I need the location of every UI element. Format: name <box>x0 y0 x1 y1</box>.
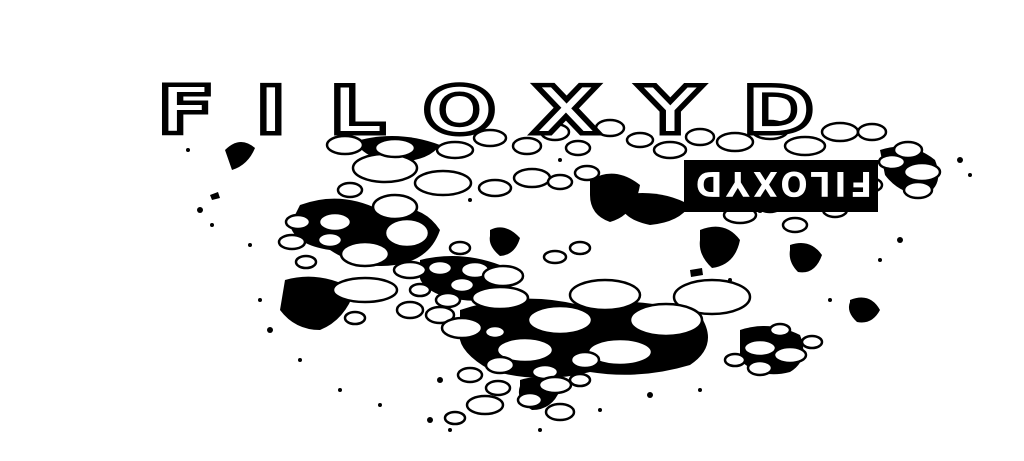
cell-oval <box>470 285 530 311</box>
cell-oval <box>408 282 432 298</box>
cell-oval <box>448 276 476 294</box>
cell-oval <box>539 122 571 142</box>
cell-oval <box>783 135 827 157</box>
cell-oval <box>443 410 467 426</box>
cell-oval <box>902 161 942 183</box>
cell-oval <box>542 249 568 265</box>
cell-oval <box>625 131 655 149</box>
cell-oval <box>426 259 454 277</box>
cell-oval <box>568 240 592 256</box>
cell-oval <box>316 231 344 249</box>
cell-oval <box>746 359 774 377</box>
cell-oval <box>483 324 507 340</box>
cell-oval <box>902 180 934 200</box>
cell-oval <box>481 264 525 288</box>
logo-main-text-fill: FILOXYD <box>160 76 860 146</box>
cell-oval <box>448 240 472 256</box>
cell-oval <box>750 119 790 141</box>
cell-oval <box>277 233 307 251</box>
cell-oval <box>434 291 462 309</box>
cell-oval <box>339 240 391 268</box>
cell-oval <box>383 217 431 249</box>
cell-oval <box>373 137 417 159</box>
logo-mirrored-text: FILOXYD <box>692 163 872 203</box>
cell-oval <box>568 278 642 312</box>
cell-oval <box>628 302 704 338</box>
cell-oval <box>546 173 574 191</box>
cell-oval <box>511 136 543 156</box>
cell-oval <box>573 164 601 182</box>
cell-oval <box>856 122 888 142</box>
cell-oval <box>684 127 716 147</box>
cell-oval <box>495 336 555 364</box>
cell-oval <box>413 169 473 197</box>
cell-oval <box>537 375 573 395</box>
cell-oval <box>336 181 364 199</box>
cell-ovals <box>277 118 942 426</box>
cell-oval <box>768 322 792 338</box>
cell-oval <box>652 140 688 160</box>
logo-main-text: FILOXYD <box>160 76 860 146</box>
cell-oval <box>484 355 516 375</box>
cell-oval <box>440 316 484 340</box>
cell-oval <box>526 304 594 336</box>
cell-oval <box>325 134 365 156</box>
cell-oval <box>892 140 924 160</box>
cell-oval <box>343 310 367 326</box>
cell-oval <box>331 276 399 304</box>
cell-oval <box>512 167 552 189</box>
cell-oval <box>800 334 824 350</box>
cell-oval <box>594 118 626 138</box>
cell-oval <box>569 350 601 370</box>
cell-oval <box>465 394 505 416</box>
cell-oval <box>568 372 592 388</box>
cell-oval <box>424 305 456 325</box>
cell-oval <box>477 178 513 198</box>
cell-oval <box>723 352 747 368</box>
cell-oval <box>294 254 318 270</box>
cell-oval <box>781 216 809 234</box>
cell-oval <box>392 260 428 280</box>
cell-oval <box>544 402 576 422</box>
cell-oval <box>371 193 419 221</box>
cell-oval <box>284 213 312 231</box>
cell-oval <box>877 153 907 171</box>
cell-oval <box>351 152 419 184</box>
cell-oval <box>456 366 484 384</box>
cell-oval <box>435 140 475 160</box>
cell-oval <box>742 338 778 358</box>
cell-oval <box>317 211 353 233</box>
mirrored-logo-badge: FILOXYD <box>684 160 878 212</box>
cell-oval <box>516 391 544 409</box>
cell-oval <box>715 131 755 153</box>
cell-oval <box>564 139 592 157</box>
cell-oval <box>472 128 508 148</box>
cell-oval <box>484 379 512 397</box>
cell-oval <box>772 345 808 365</box>
cell-oval <box>395 300 425 320</box>
cell-oval <box>672 278 752 316</box>
